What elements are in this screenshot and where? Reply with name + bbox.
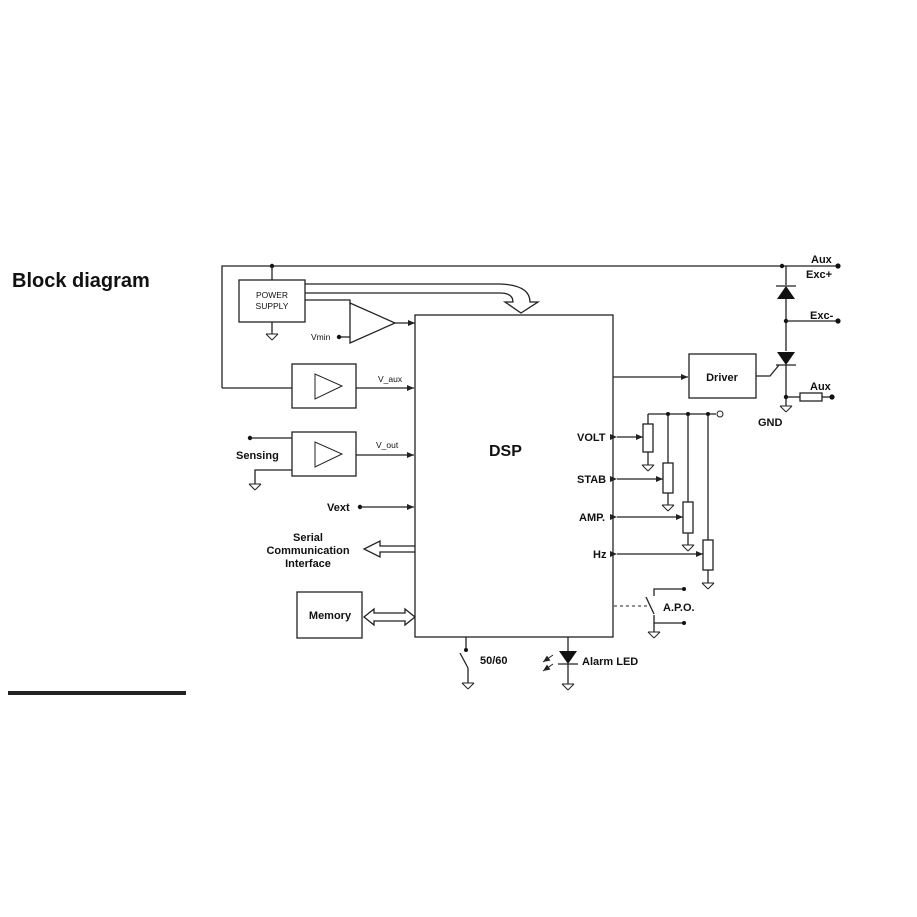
serial-label-1: Serial [293,532,323,544]
gnd-label: GND [758,417,783,429]
ground-icon [561,683,575,691]
v-out-label: V_out [376,440,399,450]
exc-plus-diode-icon [777,286,795,299]
memory-bus-arrow [362,607,417,627]
amp-potentiometer [682,501,694,534]
aux-bottom-terminal [829,394,835,400]
diagram-title: Block diagram [12,270,150,292]
driver-label: Driver [706,372,739,384]
driver-block [688,353,757,399]
ground-icon [265,333,279,341]
alarm-led-label: Alarm LED [582,656,638,668]
volt-label: VOLT [577,432,606,444]
exc-minus-terminal [835,318,841,324]
ground-icon [647,631,661,639]
dsp-label: DSP [489,443,522,460]
apo-label: A.P.O. [663,602,695,614]
pot-rail-terminal [716,410,724,418]
cropped-text-fragment [8,691,186,695]
power-supply-label-2: SUPPLY [256,301,289,311]
exc-plus-label: Exc+ [806,269,832,281]
serial-interface-arrow [362,539,415,559]
alarm-led-icon [559,651,577,664]
sensing-label: Sensing [236,450,279,462]
vext-label: Vext [327,502,350,514]
apo-switch [645,596,655,615]
v-aux-label: V_aux [378,374,403,384]
amp-label: AMP. [579,512,605,524]
serial-label-2: Communication [266,545,349,557]
power-supply-block [238,279,306,323]
memory-block [296,591,363,639]
exc-minus-label: Exc- [810,310,834,322]
v-out-amplifier-block [291,431,357,477]
v-aux-amplifier-block [291,363,357,409]
ground-icon [681,544,695,552]
vmin-label: Vmin [311,332,331,342]
ground-icon [248,483,262,491]
aux-top-label: Aux [811,254,833,266]
aux-resistor [799,392,823,402]
ground-icon [661,504,675,512]
aux-bottom-label: Aux [810,381,832,393]
ground-icon [641,464,655,472]
ground-icon [461,682,475,690]
aux-top-terminal [835,263,841,269]
dsp-block [414,314,614,638]
ground-icon [701,582,715,590]
ground-icon [779,405,793,413]
power-supply-label-1: POWER [256,290,288,300]
vmin-comparator [349,301,397,345]
memory-label: Memory [309,610,352,622]
thyristor-icon [777,352,795,365]
power-bus-arrow [305,283,541,314]
freq-switch [459,652,469,669]
stab-label: STAB [577,474,606,486]
volt-potentiometer [642,423,654,453]
freq-switch-label: 50/60 [480,655,508,667]
stab-potentiometer [662,462,674,494]
hz-potentiometer [702,539,714,571]
hz-label: Hz [593,549,607,561]
serial-label-3: Interface [285,558,331,570]
